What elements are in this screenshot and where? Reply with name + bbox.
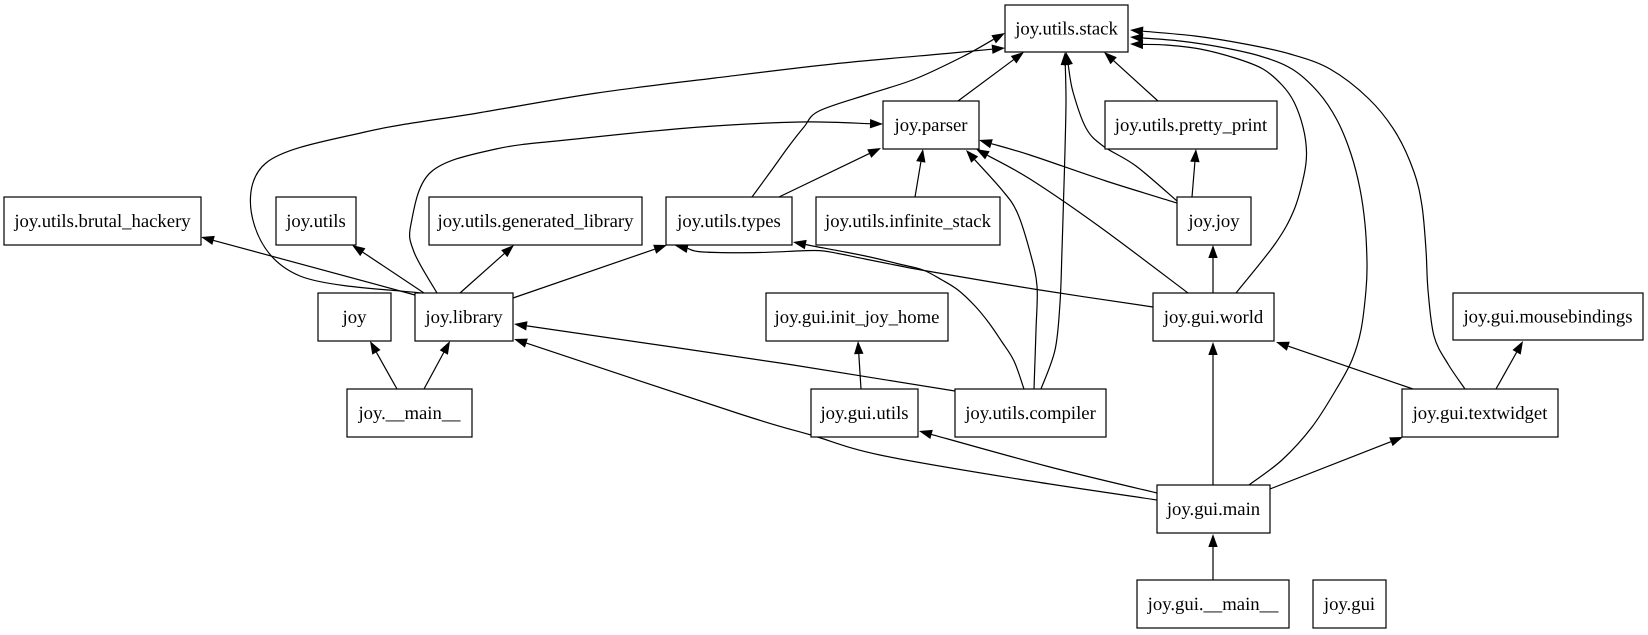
- svg-text:joy.gui: joy.gui: [1323, 594, 1375, 615]
- svg-text:joy.gui.world: joy.gui.world: [1163, 307, 1264, 328]
- svg-text:joy.utils.compiler: joy.utils.compiler: [964, 403, 1096, 424]
- svg-text:joy.gui.__main__: joy.gui.__main__: [1147, 594, 1279, 615]
- svg-text:joy.gui.mousebindings: joy.gui.mousebindings: [1462, 307, 1632, 328]
- svg-text:joy.joy: joy.joy: [1187, 211, 1240, 232]
- svg-text:joy.utils.brutal_hackery: joy.utils.brutal_hackery: [13, 211, 191, 232]
- svg-text:joy.parser: joy.parser: [894, 115, 969, 136]
- svg-text:joy.gui.main: joy.gui.main: [1166, 499, 1261, 520]
- svg-text:joy.utils.infinite_stack: joy.utils.infinite_stack: [824, 211, 992, 232]
- svg-text:joy.library: joy.library: [424, 307, 503, 328]
- svg-text:joy.gui.textwidget: joy.gui.textwidget: [1412, 403, 1549, 424]
- svg-text:joy: joy: [342, 307, 368, 328]
- svg-text:joy.utils.pretty_print: joy.utils.pretty_print: [1114, 115, 1268, 136]
- svg-text:joy.utils.types: joy.utils.types: [676, 211, 781, 232]
- svg-text:joy.utils.stack: joy.utils.stack: [1014, 19, 1118, 40]
- svg-text:joy.utils: joy.utils: [285, 211, 346, 232]
- svg-text:joy.__main__: joy.__main__: [357, 403, 461, 424]
- svg-text:joy.gui.init_joy_home: joy.gui.init_joy_home: [774, 307, 940, 328]
- svg-text:joy.utils.generated_library: joy.utils.generated_library: [437, 211, 635, 232]
- svg-text:joy.gui.utils: joy.gui.utils: [819, 403, 908, 424]
